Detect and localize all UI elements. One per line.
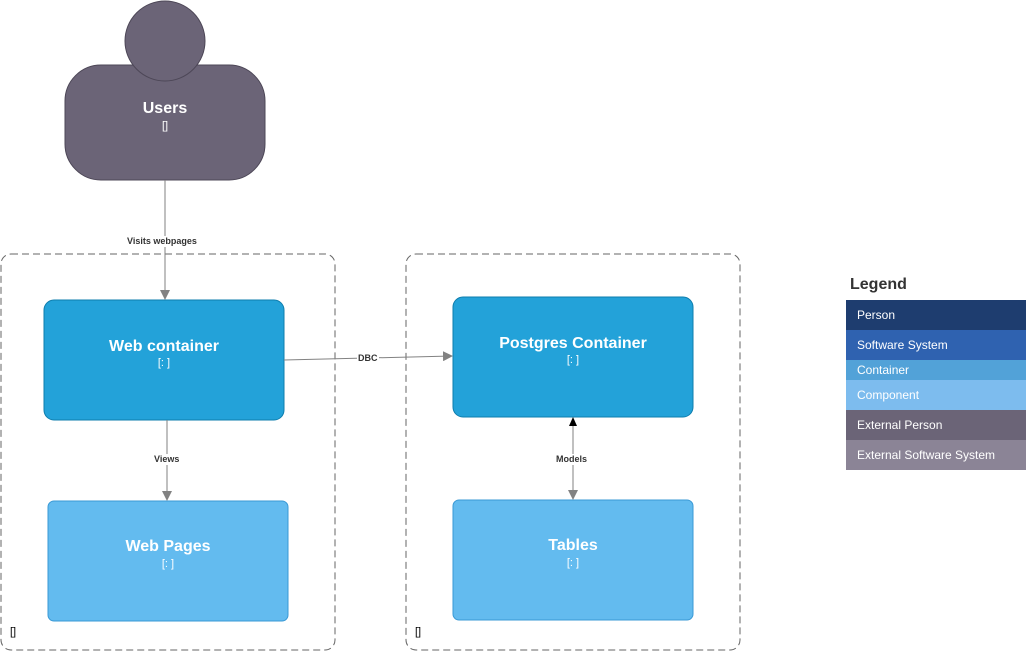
boundary-web[interactable] bbox=[0, 253, 336, 651]
edge-label-views: Views bbox=[153, 454, 181, 465]
users-title: Users bbox=[142, 100, 188, 117]
web-pages-box[interactable] bbox=[47, 500, 289, 622]
legend-item-component: Component bbox=[846, 380, 1026, 410]
edge-label-visits: Visits webpages bbox=[126, 236, 198, 247]
legend-item-external-person: External Person bbox=[846, 410, 1026, 440]
legend-item-person: Person bbox=[846, 300, 1026, 330]
web-pages-title: Web Pages bbox=[125, 538, 211, 555]
tables-sub: [: ] bbox=[566, 557, 580, 569]
users-sub: [] bbox=[161, 120, 169, 132]
web-container-title: Web container bbox=[109, 338, 219, 355]
postgres-container-sub: [: ] bbox=[566, 354, 580, 366]
legend-title: Legend bbox=[850, 276, 907, 293]
tables-box[interactable] bbox=[452, 499, 694, 621]
users-person[interactable] bbox=[64, 0, 266, 181]
boundary-postgres[interactable] bbox=[405, 253, 741, 651]
web-pages-sub: [: ] bbox=[161, 558, 175, 570]
legend-item-external-software-system: External Software System bbox=[846, 440, 1026, 470]
postgres-container-title: Postgres Container bbox=[499, 335, 647, 352]
boundary-web-label: [] bbox=[10, 626, 17, 638]
users-head bbox=[124, 0, 206, 82]
tables-title: Tables bbox=[548, 537, 598, 554]
edge-label-models: Models bbox=[555, 454, 589, 465]
legend-item-software-system: Software System bbox=[846, 330, 1026, 360]
edge-models-start-arrow bbox=[569, 417, 577, 426]
legend-item-container: Container bbox=[846, 360, 1026, 380]
edge-label-dbc: DBC bbox=[357, 353, 379, 364]
boundary-postgres-label: [] bbox=[415, 626, 422, 638]
web-container-sub: [: ] bbox=[157, 357, 171, 369]
